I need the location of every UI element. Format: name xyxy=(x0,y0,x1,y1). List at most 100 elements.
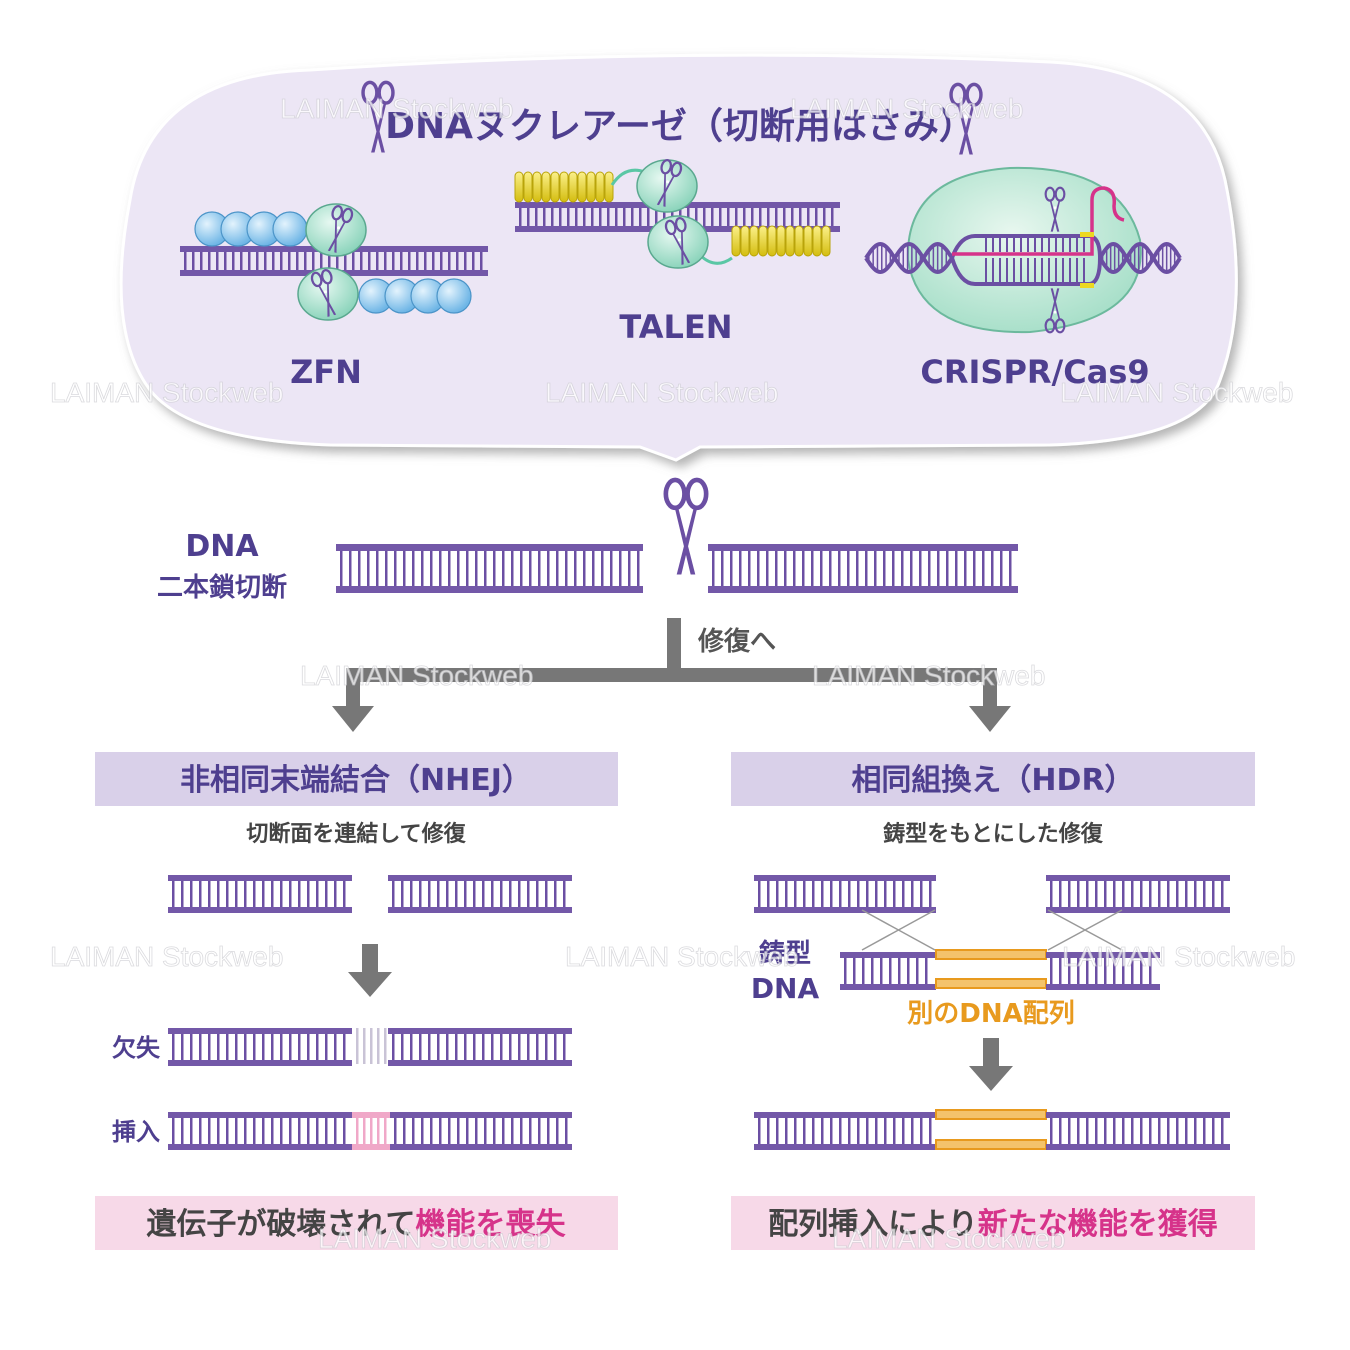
base-pair xyxy=(349,551,352,586)
base-pair xyxy=(874,551,877,586)
base-pair xyxy=(920,881,923,907)
hdr-result-band xyxy=(731,1196,1255,1250)
inserted-base xyxy=(363,1118,366,1144)
base-pair xyxy=(767,881,770,907)
base-pair xyxy=(367,551,370,586)
base-pair xyxy=(1167,881,1170,907)
dna-fragment xyxy=(168,1112,352,1150)
base-pair xyxy=(1104,958,1107,984)
base-pair xyxy=(400,252,403,270)
base-pair xyxy=(655,208,658,226)
scissors-blade xyxy=(327,283,330,317)
base-pair xyxy=(437,881,440,907)
base-pair xyxy=(907,958,910,984)
scissors-icon xyxy=(327,204,354,253)
base-pair xyxy=(785,1118,788,1144)
base-pair xyxy=(457,551,460,586)
scissors-blade xyxy=(334,219,337,253)
base-pair xyxy=(925,958,928,984)
base-pair xyxy=(200,252,203,270)
base-pair xyxy=(783,208,786,226)
base-pair xyxy=(556,551,559,586)
base-pair xyxy=(920,1118,923,1144)
crispr-illustration: CRISPR/Cas9 xyxy=(864,166,1182,391)
donor-strand xyxy=(935,978,1047,989)
base-pair xyxy=(751,208,754,226)
dna-strand xyxy=(1098,241,1182,275)
base-pair xyxy=(1113,1118,1116,1144)
scissors-handle xyxy=(685,477,709,511)
base-pair xyxy=(1041,258,1043,282)
dna-strand xyxy=(840,952,936,958)
base-pair xyxy=(491,1034,494,1060)
scissors-handle xyxy=(660,158,673,175)
base-pair xyxy=(1185,881,1188,907)
base-pair xyxy=(1158,1118,1161,1144)
base-pair xyxy=(199,1118,202,1144)
base-pair xyxy=(455,1034,458,1060)
pam-site xyxy=(1080,232,1094,237)
base-pair xyxy=(500,1034,503,1060)
nhej-result-highlight: 機能を喪失 xyxy=(416,1207,567,1242)
base-pair xyxy=(1006,238,1008,252)
unwound-dna xyxy=(950,234,1102,286)
base-pair xyxy=(430,1118,433,1144)
scissors-blade xyxy=(1050,288,1061,320)
scissors-handle xyxy=(310,271,323,288)
base-pair xyxy=(727,208,730,226)
base-pair xyxy=(575,208,578,226)
scissors-blade xyxy=(676,507,697,575)
base-pair xyxy=(334,1034,337,1060)
base-pair xyxy=(1095,958,1098,984)
scissors-pivot xyxy=(1053,310,1057,314)
branch-arrows: 修復へ xyxy=(332,618,1011,732)
tale-repeat xyxy=(559,171,569,203)
base-pair xyxy=(821,881,824,907)
base-pair xyxy=(518,1034,521,1060)
base-pair xyxy=(280,881,283,907)
base-pair xyxy=(334,1118,337,1144)
base-pair xyxy=(844,958,847,984)
base-pair xyxy=(262,1118,265,1144)
base-pair xyxy=(253,1118,256,1144)
base-pair xyxy=(457,1118,460,1144)
base-pair xyxy=(807,208,810,226)
base-pair xyxy=(535,208,538,226)
base-pair xyxy=(1077,958,1080,984)
zfn-label: ZFN xyxy=(290,353,362,391)
base-pair xyxy=(884,1118,887,1144)
base-pair xyxy=(1027,238,1029,252)
scissors-blade xyxy=(656,175,675,206)
base-pair xyxy=(1059,881,1062,907)
base-pair xyxy=(1013,258,1015,282)
base-pair xyxy=(556,1118,559,1144)
base-pair xyxy=(440,252,443,270)
base-pair xyxy=(592,551,595,586)
base-pair xyxy=(199,881,202,907)
base-pair xyxy=(244,1034,247,1060)
dna-strand xyxy=(708,544,1018,551)
scissors-handle xyxy=(320,268,333,285)
scissors-blade xyxy=(681,231,684,265)
watermark: LAIMAN Stockweb xyxy=(50,941,283,972)
dna-helix xyxy=(864,241,954,275)
base-pair xyxy=(358,551,361,586)
base-pair xyxy=(403,1118,406,1144)
base-pair xyxy=(937,551,940,586)
base-pair xyxy=(253,1034,256,1060)
base-pair xyxy=(1068,958,1071,984)
base-pair xyxy=(410,881,413,907)
scissors-pivot xyxy=(666,180,670,184)
scissors-handle xyxy=(377,80,395,105)
base-pair xyxy=(466,1118,469,1144)
base-pair xyxy=(1068,1118,1071,1144)
base-pair xyxy=(316,1118,319,1144)
down-arrow xyxy=(969,1038,1013,1091)
dna-fragment xyxy=(1046,1112,1230,1150)
base-pair xyxy=(316,881,319,907)
dna-strand xyxy=(336,586,643,593)
scissors-handle xyxy=(674,216,687,233)
base-pair xyxy=(583,551,586,586)
base-pair xyxy=(830,881,833,907)
base-pair xyxy=(344,252,347,270)
